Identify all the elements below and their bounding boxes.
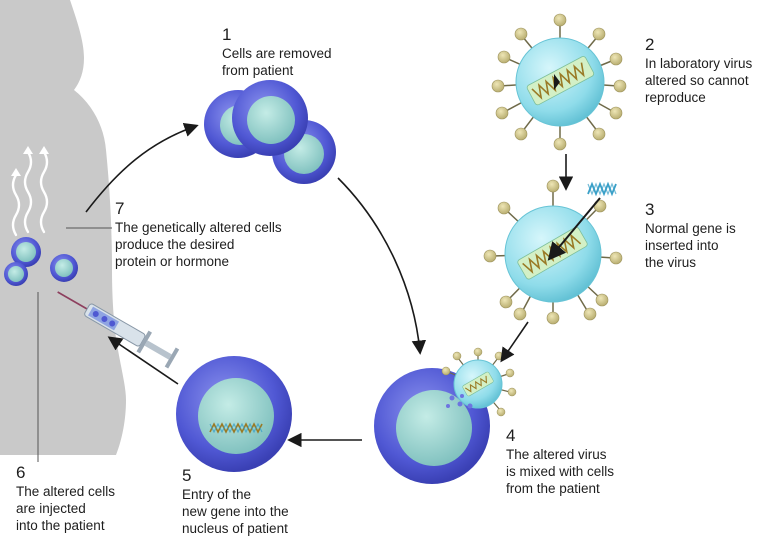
emission-waves — [11, 150, 49, 237]
body-silhouette — [0, 0, 126, 455]
step-2-label: 2 In laboratory virus altered so cannot … — [645, 35, 752, 106]
step-text: In laboratory virus altered so cannot re… — [645, 56, 753, 105]
syringe-icon — [57, 291, 180, 369]
step-number: 2 — [645, 35, 655, 54]
gene-insert-arrow — [547, 197, 601, 261]
step-number: 5 — [182, 466, 192, 485]
removed-cells — [204, 80, 336, 184]
normal-gene-icon — [587, 181, 617, 197]
step-5-label: 5 Entry of the new gene into the nucleus… — [182, 466, 289, 537]
step-number: 4 — [506, 426, 516, 445]
step-number: 1 — [222, 25, 232, 44]
cell-gene-in-nucleus — [176, 356, 292, 472]
arrow-cells-to-virus-mix — [337, 177, 427, 355]
body-cell — [50, 254, 78, 282]
step-text: Normal gene is inserted into the virus — [645, 221, 736, 270]
step-3-label: 3 Normal gene is inserted into the virus — [645, 200, 736, 271]
arrow-body-to-cells — [85, 122, 199, 213]
step-number: 6 — [16, 463, 26, 482]
wave-arrowheads — [11, 146, 49, 176]
body-cell — [4, 262, 28, 286]
virus-altered — [491, 13, 627, 151]
step-6-label: 6 The altered cells are injected into th… — [16, 463, 115, 534]
step-text: The altered cells are injected into the … — [16, 484, 116, 533]
virus-with-gene — [483, 179, 623, 325]
step-text: The altered virus is mixed with cells fr… — [506, 447, 615, 496]
cell-with-virus — [374, 347, 517, 484]
flow-arrows — [85, 122, 574, 448]
step-number: 3 — [645, 200, 655, 219]
step-text: Entry of the new gene into the nucleus o… — [182, 487, 289, 536]
step-7-label: 7 The genetically altered cells produce … — [115, 199, 282, 270]
step-number: 7 — [115, 199, 125, 218]
step-text: The genetically altered cells produce th… — [115, 220, 282, 269]
arrow-step3-to-step4 — [500, 321, 529, 363]
arrow-step5-to-injection — [107, 336, 179, 385]
step-1-label: 1 Cells are removed from patient — [222, 25, 332, 79]
step-4-label: 4 The altered virus is mixed with cells … — [506, 426, 614, 497]
body-cell — [11, 237, 41, 267]
step-text: Cells are removed from patient — [222, 46, 332, 78]
